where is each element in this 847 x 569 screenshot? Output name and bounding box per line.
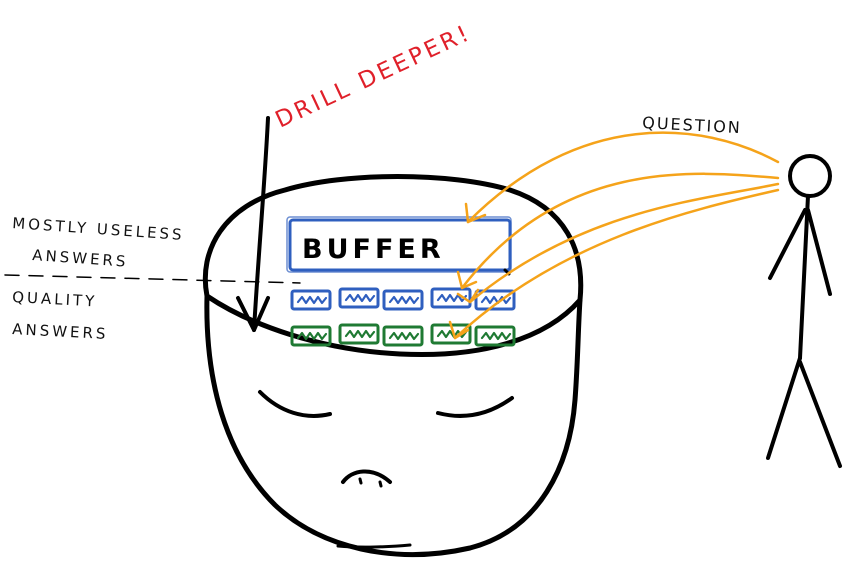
face: [258, 390, 514, 549]
buffer-box: BUFFER: [286, 216, 512, 276]
stick-figure: [766, 154, 842, 468]
question-arrow-to-buffer: [466, 131, 780, 224]
useless-answer-scribble-5: [480, 295, 512, 305]
quality-answer-scribble-2: [344, 329, 376, 339]
quality-answer-scribble-1: [296, 331, 328, 341]
useless-label-line1: MOSTLY USELESS: [12, 214, 185, 244]
drill-arrow-head: [236, 296, 270, 332]
stick-figure-body: [798, 194, 810, 360]
buffer-outline: [288, 218, 512, 272]
nose: [341, 469, 392, 484]
mouth: [336, 543, 412, 549]
drill-deeper-label: DRILL DEEPER!: [272, 20, 476, 133]
question-arrow-to-shelf-2-head: [456, 288, 480, 304]
head-outline: [204, 293, 583, 557]
nose-nostril-left: [358, 477, 363, 485]
right-eye-lid: [436, 396, 514, 418]
question-arrow-to-buffer-head: [464, 202, 487, 224]
quality-label-line2: ANSWERS: [12, 320, 109, 343]
question-arrows: [448, 131, 780, 340]
stick-figure-right-arm: [806, 208, 832, 296]
question-arrow-to-shelf-3: [453, 188, 780, 340]
useless-answer-scribble-1: [296, 295, 328, 305]
quality-answer-box-3: [382, 325, 424, 347]
stick-figure-left-arm: [768, 208, 807, 280]
useless-answer-box-3: [382, 289, 424, 311]
useless-answer-scribble-3: [388, 295, 420, 305]
quality-answer-box-5: [474, 325, 516, 347]
buffer-outline-second: [286, 216, 512, 273]
head-top-outline: [202, 174, 584, 303]
question-arrow-to-shelf-1: [460, 172, 780, 290]
useless-answer-box-4: [430, 287, 472, 309]
quality-answers-shelf: [290, 323, 516, 347]
quality-answer-box-1: [290, 325, 332, 347]
quality-answer-box-2: [338, 323, 380, 345]
buffer-label: BUFFER: [302, 234, 445, 265]
question-arrow-to-shelf-3-head: [448, 320, 470, 340]
quality-label-line1: QUALITY: [12, 288, 98, 310]
question-arrow-to-shelf-2: [468, 182, 780, 304]
useless-answer-box-5: [474, 289, 516, 311]
drill-arrow: [236, 116, 270, 332]
useless-answer-box-1: [290, 289, 332, 311]
useless-answers-shelf: [290, 287, 516, 311]
drill-arrow-shaft: [252, 116, 270, 332]
question-arrow-to-shelf-1-head: [456, 270, 478, 290]
useless-answer-box-2: [338, 287, 380, 309]
quality-answer-scribble-5: [480, 331, 512, 341]
nose-nostril-right: [378, 480, 383, 488]
separator-dashed-line: [4, 274, 301, 284]
stick-figure-left-leg: [766, 356, 802, 460]
left-eye-lid: [258, 390, 332, 418]
quality-answer-scribble-3: [388, 331, 420, 341]
useless-answer-scribble-2: [344, 293, 376, 303]
useless-answer-scribble-4: [436, 293, 468, 303]
stick-figure-right-leg: [798, 360, 842, 468]
useless-label-line2: ANSWERS: [32, 246, 129, 271]
stick-figure-head: [788, 154, 832, 198]
quality-answer-scribble-4: [436, 329, 468, 339]
